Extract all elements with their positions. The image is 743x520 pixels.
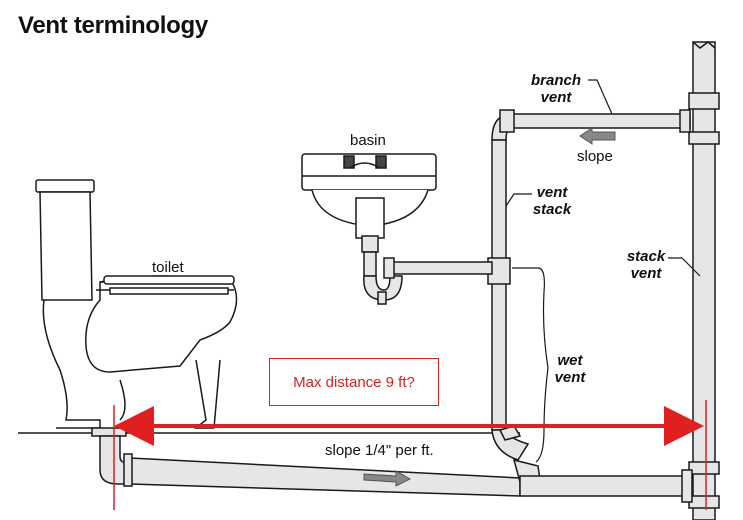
label-wet-vent-line1: wet: [557, 352, 583, 369]
label-branch-vent: branch vent: [526, 72, 586, 106]
label-stack-vent-line1: stack: [626, 248, 666, 265]
label-stack-vent: stack vent: [622, 248, 670, 282]
label-vent-stack-line2: stack: [532, 201, 572, 218]
label-vent-stack-line1: vent: [536, 184, 568, 201]
toilet-drain: [91, 427, 131, 485]
basin-trap: [363, 251, 493, 305]
max-distance-callout-text: Max distance 9 ft?: [293, 373, 415, 391]
label-toilet: toilet: [152, 259, 184, 276]
diagram-title: Vent terminology: [18, 12, 208, 39]
drain-slope-arrow: [363, 470, 412, 487]
max-distance-annotation: [113, 400, 707, 510]
label-wet-vent: wet vent: [548, 352, 592, 386]
basin-fixture: [301, 153, 437, 253]
label-basin: basin: [350, 132, 386, 149]
branch-vent-pipe: [491, 109, 691, 141]
label-wet-vent-line2: vent: [554, 369, 586, 386]
label-branch-vent-line2: vent: [540, 89, 572, 106]
branch-slope-arrow: [579, 127, 616, 145]
label-slope: slope: [577, 148, 613, 165]
label-drain-slope: slope 1/4" per ft.: [325, 442, 434, 459]
main-drain-pipe: [123, 453, 693, 503]
label-stack-vent-line2: vent: [630, 265, 662, 282]
stack-vent-pipe: [688, 41, 720, 520]
vent-stack-pipe: [487, 139, 530, 461]
label-vent-stack: vent stack: [528, 184, 576, 218]
label-branch-vent-line1: branch: [530, 72, 581, 89]
leader-lines: [505, 79, 701, 277]
max-distance-callout: Max distance 9 ft?: [269, 358, 439, 406]
toilet-fixture: [35, 179, 238, 429]
